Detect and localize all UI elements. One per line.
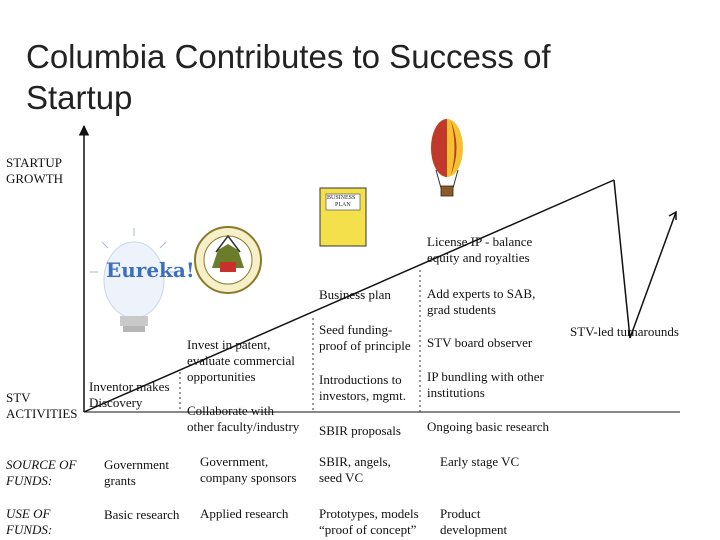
activity-ongoing-research: Ongoing basic research [427,419,550,434]
activity-turnarounds: STV-led turnarounds [570,324,679,339]
source-cell-2: Government, company sponsors [200,454,297,485]
activity-board-observer: STV board observer [427,335,533,350]
growth-line [83,179,615,413]
activity-introductions: Introductions to investors, mgmt. [319,372,407,403]
source-of-funds-label: SOURCE OF FUNDS: [6,457,77,488]
business-plan-icon [319,187,367,247]
use-of-funds-label: USE OF FUNDS: [6,506,53,537]
business-plan-cover-line2: PLAN [335,202,351,208]
x-axis-label: STV ACTIVITIES [6,390,78,421]
seal-icon [194,226,262,294]
activity-business-plan: Business plan [319,287,391,302]
activity-sbir: SBIR proposals [319,423,401,438]
eureka-label: Eureka! [106,258,195,282]
activity-collaborate: Collaborate with other faculty/industry [187,403,300,434]
activity-add-experts: Add experts to SAB, grad students [427,286,536,317]
source-cell-3: SBIR, angels, seed VC [319,454,391,485]
y-axis-label: STARTUP GROWTH [6,155,64,186]
activity-license-ip: License IP - balance equity and royaltie… [427,234,533,265]
use-cell-4: Product development [440,506,508,537]
turnaround-arrow [668,210,677,220]
source-cell-4: Early stage VC [440,454,520,469]
turnaround-line [613,179,677,339]
use-cell-3: Prototypes, models “proof of concept” [319,506,419,537]
activity-ip-bundling: IP bundling with other institutions [427,369,544,400]
stage-dividers [179,270,421,412]
activity-invest-patent: Invest in patent, evaluate commercial op… [187,337,295,384]
business-plan-cover-line1: BUSINESS [327,195,356,201]
activity-seed-funding: Seed funding- proof of principle [319,322,411,353]
lightbulb-icon [90,228,178,332]
activity-inventor: Inventor makes Discovery [89,379,170,410]
balloon-icon [431,119,463,197]
source-cell-1: Government grants [104,457,169,488]
slide-title: Columbia Contributes to Success of Start… [26,38,551,116]
use-cell-2: Applied research [200,506,289,521]
use-cell-1: Basic research [104,507,180,522]
